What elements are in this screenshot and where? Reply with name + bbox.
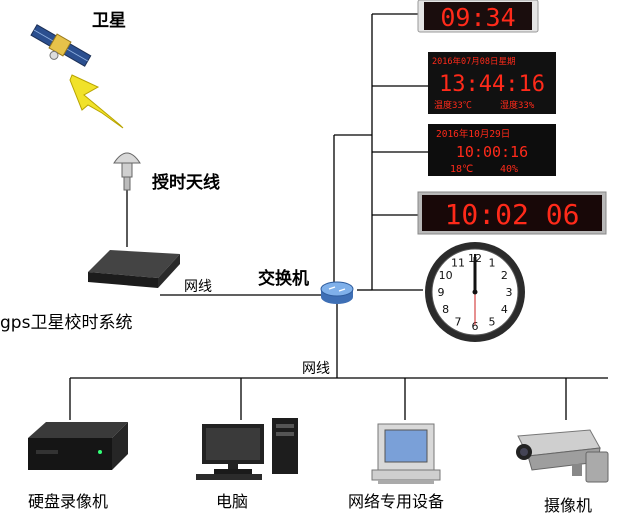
clock-numeral: 5: [489, 315, 496, 328]
clock-numeral: 7: [455, 315, 462, 328]
digital-clock-2: 2016年07月08日星期 13:44:16 温度33℃ 湿度33%: [428, 52, 556, 114]
clock-numeral: 8: [442, 303, 449, 316]
network-cable-label-2: 网线: [302, 361, 330, 377]
dvr-icon: [28, 422, 128, 470]
connection-lines: [69, 13, 608, 420]
clock-numeral: 4: [501, 303, 508, 316]
computer-icon: [196, 418, 298, 480]
clock-numeral: 2: [501, 269, 508, 282]
gps-system-label: gps卫星校时系统: [0, 313, 133, 333]
clock2-time: 13:44:16: [439, 72, 545, 97]
clock3-time: 10:00:16: [456, 143, 528, 161]
computer-label: 电脑: [216, 492, 249, 511]
clock2-temp: 温度33℃: [434, 99, 472, 111]
camera-label: 摄像机: [544, 496, 593, 515]
clock-numeral: 3: [506, 286, 513, 299]
satellite-label: 卫星: [92, 11, 126, 31]
clock-numeral: 10: [439, 269, 453, 282]
gps-antenna-icon: [113, 152, 141, 191]
clock-numeral: 6: [472, 320, 479, 333]
clock3-temp: 18℃: [450, 164, 473, 175]
clock1-time: 09:34: [440, 3, 515, 32]
clock3-date: 2016年10月29日: [436, 128, 510, 140]
clock2-humidity: 湿度33%: [500, 99, 535, 111]
switch-label: 交换机: [258, 269, 309, 289]
clock-numeral: 9: [438, 286, 445, 299]
satellite-icon: [30, 24, 92, 67]
dvr-label: 硬盘录像机: [28, 492, 109, 511]
clock4-time: 10:02 06: [445, 198, 580, 231]
network-switch-icon: [320, 281, 354, 304]
network-device-label: 网络专用设备: [348, 492, 445, 511]
antenna-label: 授时天线: [152, 173, 220, 193]
digital-clock-4: 10:02 06: [417, 191, 607, 235]
digital-clock-1: 09:34: [417, 0, 539, 33]
digital-clock-3: 2016年10月29日 10:00:16 18℃ 40%: [428, 124, 556, 176]
network-cable-label-1: 网线: [184, 279, 212, 295]
terminal-icon: [371, 423, 441, 484]
lightning-icon: [69, 74, 124, 129]
clock2-date: 2016年07月08日星期: [432, 56, 515, 67]
clock3-humidity: 40%: [500, 164, 518, 175]
clock-numeral: 11: [451, 257, 465, 270]
server-icon: [88, 250, 180, 288]
cctv-camera-icon: [516, 429, 609, 483]
clock-numeral: 1: [489, 257, 496, 270]
wall-clock-icon: 123456789101112: [425, 242, 525, 342]
